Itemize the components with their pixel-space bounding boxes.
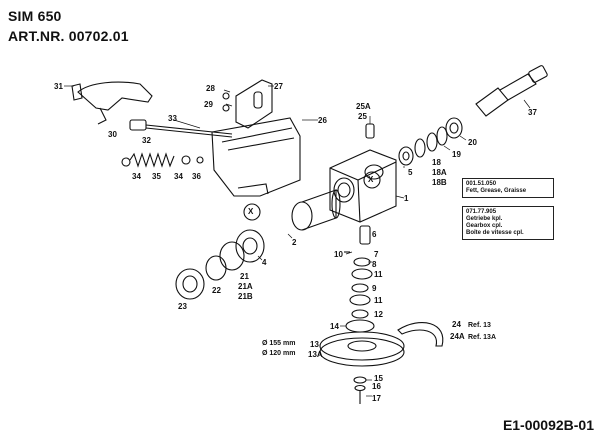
bracket xyxy=(235,79,273,129)
marker-x-gearbox: X xyxy=(368,175,374,184)
callout-23: 23 xyxy=(178,302,187,311)
callout-32: 32 xyxy=(142,136,151,145)
callout-14: 14 xyxy=(330,322,339,331)
callout-31: 31 xyxy=(54,82,63,91)
callout-21: 21 xyxy=(240,272,249,281)
callout-15: 15 xyxy=(374,374,383,383)
callout-4: 4 xyxy=(262,258,267,267)
spring xyxy=(129,152,175,168)
callout-17: 17 xyxy=(372,394,381,403)
callout-21b: 21B xyxy=(238,292,253,301)
callout-37: 37 xyxy=(528,108,537,117)
callout-11b: 11 xyxy=(374,296,383,305)
gearbox-line-de: Getriebe kpl. xyxy=(466,216,503,222)
callout-13a: 13A xyxy=(308,350,323,359)
callout-24a: 24A xyxy=(450,332,465,341)
callout-8: 8 xyxy=(372,260,377,269)
callout-7: 7 xyxy=(374,250,379,259)
callout-35: 35 xyxy=(152,172,161,181)
callout-33: 33 xyxy=(168,114,177,123)
lever-arm xyxy=(71,81,153,125)
drawing-code: E1-00092B-01 xyxy=(502,417,594,433)
ref-24: Ref. 13 xyxy=(468,322,491,329)
grease-code: 001.51.050 xyxy=(466,181,497,187)
grease-info-box: 001.51.050 Fett, Grease, Graisse xyxy=(462,178,554,198)
model-title: SIM 650 xyxy=(8,8,62,24)
callout-34b: 34 xyxy=(174,172,183,181)
callout-19: 19 xyxy=(452,150,461,159)
gearbox-line-en: Gearbox cpl. xyxy=(466,223,503,229)
drive-shaft xyxy=(475,65,548,117)
gear-cover xyxy=(211,117,301,197)
callout-11a: 11 xyxy=(374,270,383,279)
callout-18a: 18A xyxy=(432,168,447,177)
pulley xyxy=(319,331,405,367)
input-shaft xyxy=(291,189,341,231)
callout-20: 20 xyxy=(468,138,477,147)
callout-5: 5 xyxy=(408,168,413,177)
callout-22: 22 xyxy=(212,286,221,295)
callout-34a: 34 xyxy=(132,172,141,181)
callout-28: 28 xyxy=(206,84,215,93)
gearbox-housing xyxy=(329,149,397,223)
callout-26: 26 xyxy=(318,116,327,125)
callout-30: 30 xyxy=(108,130,117,139)
callout-25a: 25A xyxy=(356,102,371,111)
gearbox-code: 071.77.905 xyxy=(466,209,497,215)
callout-16: 16 xyxy=(372,382,381,391)
callout-24: 24 xyxy=(452,320,461,329)
callout-2: 2 xyxy=(292,238,297,247)
callout-1: 1 xyxy=(404,194,409,203)
callout-9: 9 xyxy=(372,284,377,293)
callout-25: 25 xyxy=(358,112,367,121)
gearbox-info-box: 071.77.905 Getriebe kpl. Gearbox cpl. Bo… xyxy=(462,206,554,240)
pulley-size-155: Ø 155 mm xyxy=(262,340,296,347)
callout-36: 36 xyxy=(192,172,201,181)
callout-27: 27 xyxy=(274,82,283,91)
callout-6: 6 xyxy=(372,230,377,239)
callout-13: 13 xyxy=(310,340,319,349)
pulley-size-120: Ø 120 mm xyxy=(262,350,296,357)
grease-text: Fett, Grease, Graisse xyxy=(466,188,527,194)
callout-10: 10 xyxy=(334,250,343,259)
gearbox-line-fr: Boîte de vitesse cpl. xyxy=(466,230,524,236)
ref-24a: Ref. 13A xyxy=(468,334,497,341)
callout-21a: 21A xyxy=(238,282,253,291)
callout-12: 12 xyxy=(374,310,383,319)
marker-x-shaft: X xyxy=(248,207,254,216)
callout-18b: 18B xyxy=(432,178,447,187)
nut-34 xyxy=(121,157,131,167)
article-number: ART.NR. 00702.01 xyxy=(8,28,129,44)
callout-29: 29 xyxy=(204,100,213,109)
callout-18: 18 xyxy=(432,158,441,167)
control-rod xyxy=(129,119,233,138)
